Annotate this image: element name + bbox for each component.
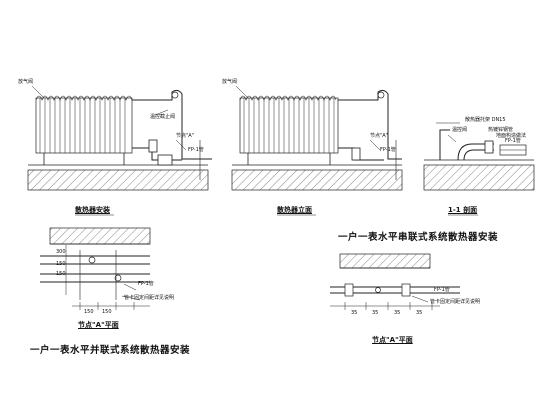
dim-left-e: 150 xyxy=(102,309,112,315)
dim-left-c: 150 xyxy=(56,271,66,277)
fp-pipe-label: FP-1管 xyxy=(188,147,204,153)
title-parallel-system: 一户一表水平并联式系统散热器安装 xyxy=(30,345,191,356)
plan-note-left: 管卡固定间距详见说明 xyxy=(124,295,175,301)
air-vent-label-2: 放气阀 xyxy=(222,79,238,85)
valve-label: 温控截止阀 xyxy=(150,114,176,120)
dim-right-a: 35 xyxy=(351,310,358,316)
floor-slab xyxy=(27,169,209,191)
fp-pipe-label-2: FP-1管 xyxy=(380,147,396,153)
air-vent-label: 放气阀 xyxy=(18,79,34,85)
caption-radiator-elevation: 散热器立面 xyxy=(277,206,312,214)
caption-node-a-plan-left: 节点"A"平面 xyxy=(78,321,119,329)
fp-pipe-label-4: FP-1管 xyxy=(138,281,154,287)
fp-pipe-label-3: FP-1管 xyxy=(505,138,521,144)
section-note-c: 地面构造做法 xyxy=(496,133,527,139)
fp-pipe-label-5: FP-1管 xyxy=(434,287,450,293)
plan-note-right: 管卡固定间距详见说明 xyxy=(430,299,481,305)
caption-radiator-install: 散热器安装 xyxy=(75,206,110,214)
bracket-label: 散热器托架 DN15 xyxy=(465,117,506,123)
node-a-plan-right xyxy=(330,253,460,310)
dim-right-c: 35 xyxy=(394,310,401,316)
radiator-fins xyxy=(35,95,133,154)
dim-left-b: 150 xyxy=(56,261,66,267)
node-a-plan-left xyxy=(40,227,151,310)
dim-right-d: 35 xyxy=(416,310,423,316)
caption-section-1-1: 1-1 剖面 xyxy=(448,206,478,214)
radiator-fins-2 xyxy=(239,95,339,154)
node-a-label: 节点"A" xyxy=(176,133,195,139)
dim-left-d: 150 xyxy=(84,309,94,315)
caption-node-a-plan-right: 节点"A"平面 xyxy=(372,336,413,344)
node-a-label-2: 节点"A" xyxy=(370,133,389,139)
section-1-1-view xyxy=(423,122,535,191)
title-series-system: 一户一表水平串联式系统散热器安装 xyxy=(338,232,499,243)
dim-right-b: 35 xyxy=(372,310,379,316)
radiator-elevation-view xyxy=(231,85,403,191)
radiator-install-view xyxy=(27,85,212,191)
dim-left-a: 300 xyxy=(56,249,66,255)
section-note-b: 热镀锌钢管 xyxy=(488,127,514,133)
section-note-a: 温控阀 xyxy=(452,127,468,133)
